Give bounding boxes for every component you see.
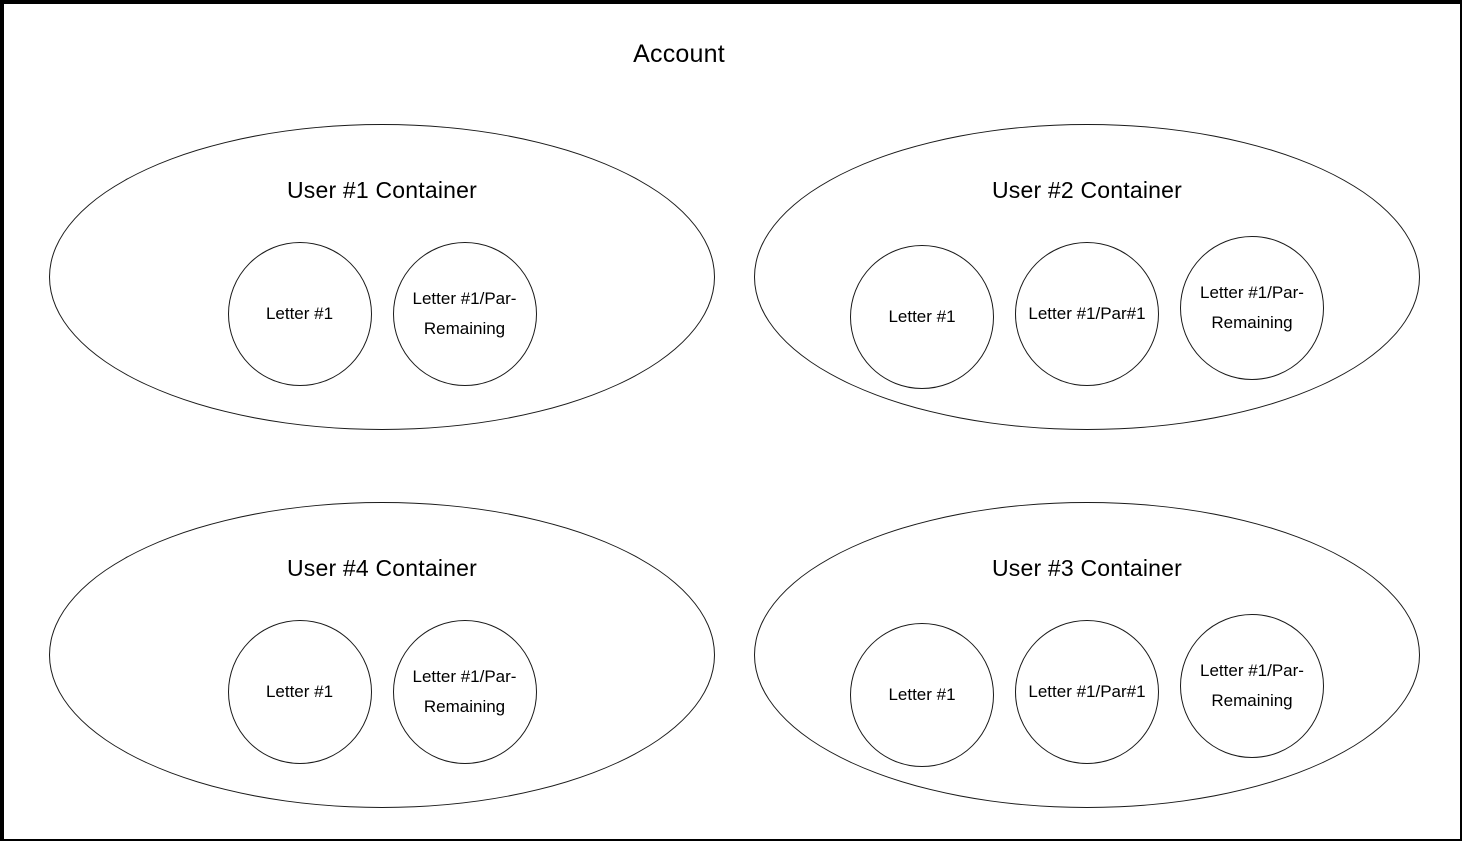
letter-circle: Letter #1/Par- Remaining [1180, 236, 1324, 380]
letter-circle: Letter #1 [227, 242, 372, 386]
letter-circle-label: Letter #1/Par- Remaining [1200, 283, 1304, 332]
container-user-1-circles: Letter #1 Letter #1/Par- Remaining [50, 242, 714, 386]
letter-circle-label: Letter #1/Par- Remaining [412, 667, 517, 716]
container-user-2-circles: Letter #1 Letter #1/Par#1 Letter #1/Par- R… [755, 236, 1419, 389]
letter-circle-label: Letter #1/Par- Remaining [412, 289, 517, 338]
container-user-1-label: User #1 Container [286, 177, 478, 203]
container-user-3-label: User #3 Container [991, 555, 1183, 581]
letter-circle: Letter #1 [850, 623, 994, 767]
diagram-title: Account [633, 40, 725, 68]
letter-circle: Letter #1/Par#1 [1015, 242, 1159, 386]
letter-circle: Letter #1/Par- Remaining [392, 620, 537, 764]
letter-circle: Letter #1/Par- Remaining [1180, 614, 1324, 758]
container-user-3-circles: Letter #1 Letter #1/Par#1 Letter #1/Par- R… [755, 614, 1419, 767]
container-user-4: User #4 Container Letter #1 Letter #1/Par… [49, 502, 715, 808]
letter-circle: Letter #1 [227, 620, 372, 764]
container-user-4-circles: Letter #1 Letter #1/Par- Remaining [50, 620, 714, 764]
letter-circle: Letter #1/Par#1 [1015, 620, 1159, 764]
container-user-1: User #1 Container Letter #1 Letter #1/Par… [49, 124, 715, 430]
container-user-2: User #2 Container Letter #1 Letter #1/Par… [754, 124, 1420, 430]
letter-circle-label: Letter #1 [265, 304, 334, 323]
container-user-3: User #3 Container Letter #1 Letter #1/Par… [754, 502, 1420, 808]
letter-circle-label: Letter #1/Par#1 [1028, 682, 1146, 701]
letter-circle-label: Letter #1 [888, 307, 956, 326]
letter-circle: Letter #1/Par- Remaining [392, 242, 537, 386]
letter-circle: Letter #1 [850, 245, 994, 389]
container-user-4-label: User #4 Container [286, 555, 478, 581]
container-user-2-label: User #2 Container [991, 177, 1183, 203]
letter-circle-label: Letter #1/Par- Remaining [1200, 661, 1304, 710]
letter-circle-label: Letter #1 [265, 682, 334, 701]
letter-circle-label: Letter #1/Par#1 [1028, 304, 1146, 323]
letter-circle-label: Letter #1 [888, 685, 956, 704]
